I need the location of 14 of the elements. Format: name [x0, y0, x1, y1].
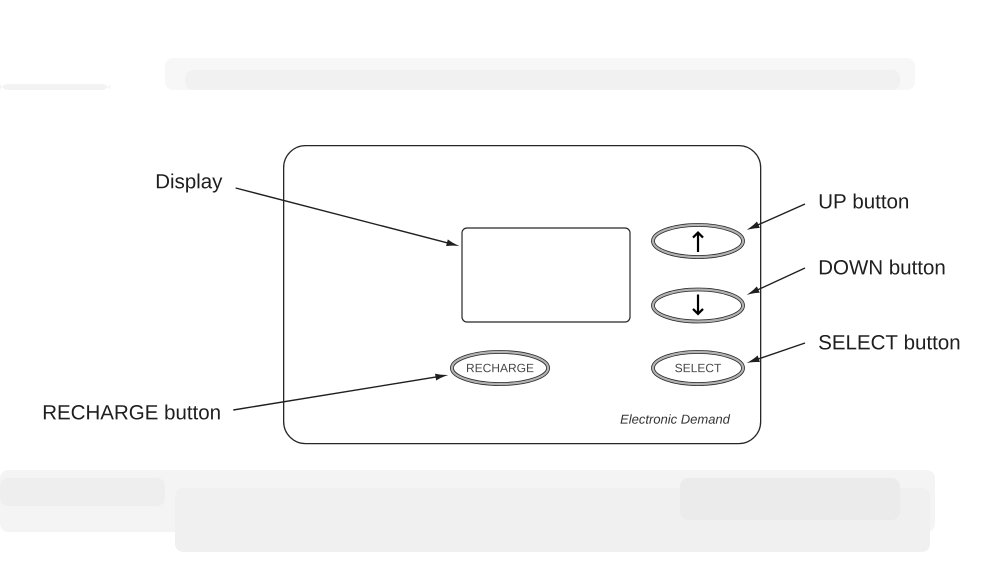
leader-arrow	[235, 187, 456, 246]
callout-label: UP button	[820, 193, 908, 209]
leader-arrow	[749, 267, 806, 294]
panel-caption: Electronic Demand	[620, 414, 730, 424]
callout-label: RECHARGE button	[44, 404, 220, 420]
oval-button: SELECT	[651, 350, 745, 386]
callout-label: DOWN button	[820, 259, 944, 275]
leader-arrow	[233, 374, 446, 411]
oval-button: RECHARGE	[450, 350, 550, 386]
leader-arrow	[749, 203, 806, 230]
callout-label: SELECT button	[819, 334, 960, 350]
leader-arrow	[750, 342, 806, 362]
display-screen	[461, 227, 631, 323]
callout-label: Display	[156, 173, 222, 193]
